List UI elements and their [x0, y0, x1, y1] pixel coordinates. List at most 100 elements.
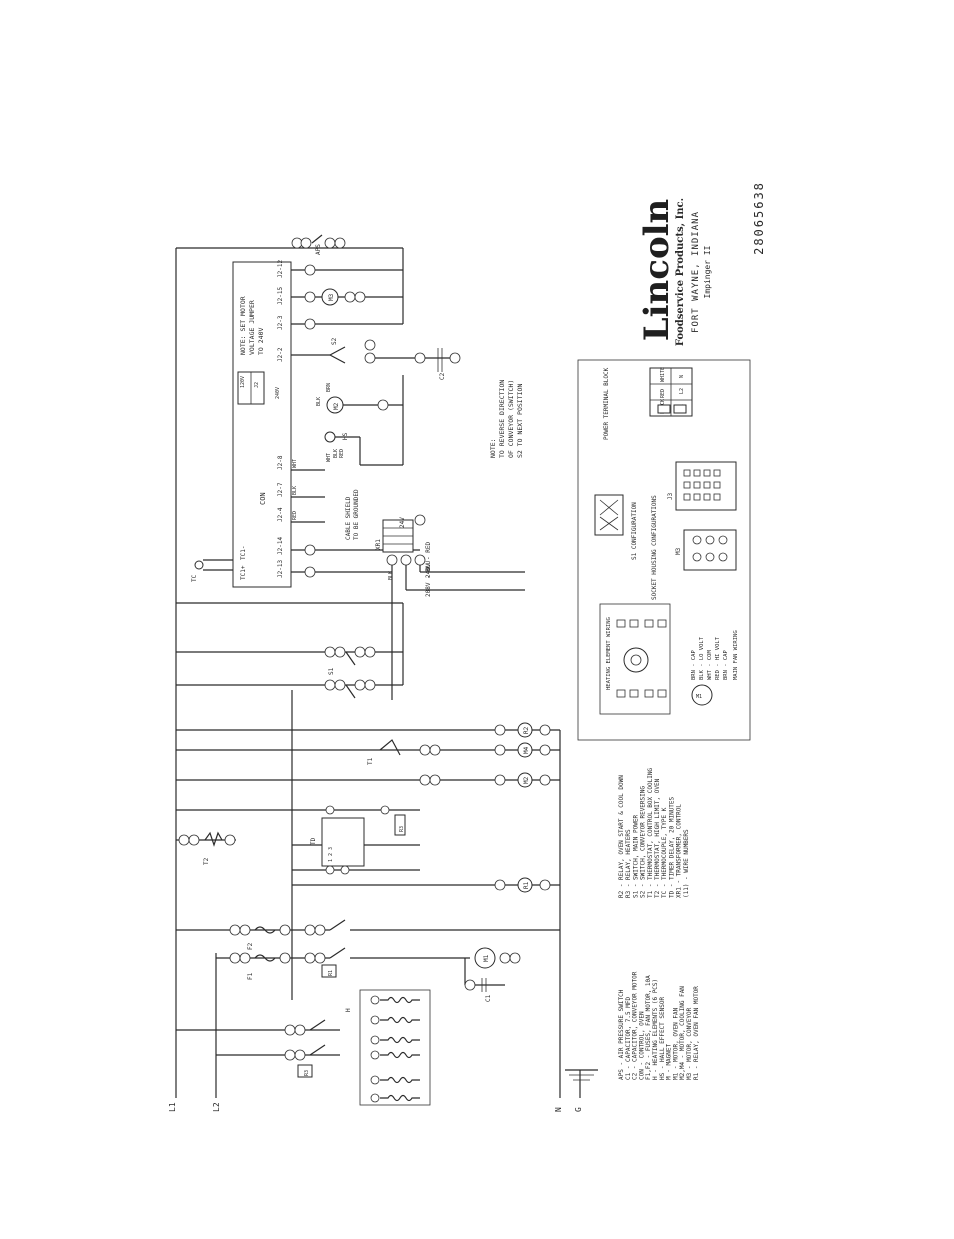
- company-name: Foodservice Products, Inc.: [675, 198, 686, 346]
- blk-label: BLK: [292, 486, 298, 495]
- r3-label: R3: [399, 826, 405, 832]
- socket-title: SOCKET HOUSING CONFIGURATIONS: [651, 495, 658, 600]
- transformer-xr1: XR1 24V BLK 240V - RED 208V - BLU: [375, 514, 525, 700]
- legend-left-item-2: C1 - CAPACITOR, 7.5 MFD: [625, 997, 632, 1080]
- jumper-120v: 120V: [240, 376, 246, 388]
- terminal-j2-3: J2-3: [277, 315, 284, 330]
- note-reverse-3: OF CONVEYOR (SWITCH): [507, 380, 515, 458]
- r3-relay-label: R3: [304, 1070, 310, 1076]
- terminal-j2-4: J2-4: [277, 507, 284, 522]
- power-col-l2: L2: [679, 388, 685, 394]
- s2-label: S2: [331, 337, 338, 345]
- m2-label: M2: [333, 402, 340, 410]
- legend-right-item-6: T2 - THERMOSTAT, HIGH LIMIT, OVEN: [654, 778, 661, 898]
- note-motor-3: TO 240V: [257, 328, 265, 355]
- legend-right-item-8: TD - TIMER DELAY, 20 MINUTES: [668, 796, 675, 898]
- svg-text:M1: M1: [696, 694, 702, 700]
- tc-label: TC: [191, 574, 198, 582]
- legend-left-item-8: M - MAGNET: [666, 1043, 673, 1080]
- terminal-j2-8: J2-8: [277, 455, 284, 470]
- jumper-j2: J2: [254, 382, 260, 388]
- legend-left-item-12: R1 - RELAY, OVEN FAN MOTOR: [693, 986, 700, 1080]
- fan-wiring-legend: BRN - CAP BLK - LO VOLT WHT - COM RED - …: [691, 636, 729, 680]
- controller-section: APS CON J2-12 J2-15 J2-3 J2-2 J2-8 J2-7 …: [176, 234, 524, 588]
- fan-wiring-title: MAIN FAN WIRING: [733, 630, 739, 680]
- note-reverse-1: NOTE:: [489, 438, 497, 458]
- aps-label: APS: [315, 244, 322, 255]
- red-label: RED: [292, 511, 298, 520]
- m1-label: M1: [483, 954, 490, 962]
- line-label-l1: L1: [168, 1102, 177, 1112]
- m2b-label: M2: [523, 776, 530, 784]
- drawing-number: 28065638: [752, 181, 766, 255]
- heating-elements: [370, 995, 420, 1103]
- fan-legend-1: BRN - CAP: [691, 650, 697, 680]
- terminal-tc1-plus: TC1+: [240, 565, 247, 580]
- t1-label: T1: [367, 757, 374, 765]
- terminal-j2-7: J2-7: [277, 482, 284, 497]
- legend-left-item-3: C2 - CAPACITOR, CONVEYOR MOTOR: [632, 971, 639, 1080]
- heating-section: F1 F2 R1 M1 C1 R3 H: [176, 919, 560, 1106]
- xr1-label: XR1: [375, 539, 382, 550]
- f1-label: F1: [247, 972, 254, 980]
- line-label-n: N: [554, 1107, 563, 1112]
- power-color-white: WHITE: [660, 367, 666, 382]
- jumper-240v: 240V: [275, 387, 281, 399]
- f2-label: F2: [247, 942, 254, 950]
- terminal-j2-12: J2-12: [277, 260, 284, 278]
- heating-wiring-title: HEATING ELEMENT WIRING: [606, 617, 612, 690]
- hs-label: HS: [342, 432, 349, 440]
- line-label-g: G: [574, 1107, 583, 1112]
- wht-label: WHT: [292, 459, 298, 468]
- legend-right-item-9: XR1 - TRANSFORMER, CONTROL: [676, 804, 683, 898]
- title-block: 28065638 Lincoln Foodservice Products, I…: [637, 181, 766, 346]
- model-name: Impinger II: [703, 245, 712, 298]
- r1-relay-label: R1: [328, 970, 334, 976]
- power-color-red: RED: [660, 389, 666, 398]
- m3-label: M3: [328, 293, 335, 301]
- h208-label: 208V - BLU: [425, 560, 432, 597]
- legend-left-item-4: CON - CONTROL, OVEN: [638, 1011, 645, 1080]
- cable-shield-1: CABLE SHIELD: [345, 496, 352, 540]
- note-reverse-2: TO REVERSE DIRECTION: [498, 380, 506, 458]
- r1-label: R1: [523, 881, 530, 889]
- fan-legend-3: WHT - COM: [707, 650, 713, 680]
- terminal-tc1-minus: TC1-: [240, 546, 247, 560]
- legend-left-item-11: M3 - MOTOR, CONVEYOR: [686, 1007, 693, 1080]
- inset-panel: POWER TERMINAL BLOCK N L2 L1 WHITE RED B…: [577, 359, 751, 741]
- red-label-hs: RED: [339, 449, 345, 458]
- j3-label: J3: [667, 492, 674, 500]
- c2-label: C2: [439, 372, 446, 380]
- note-motor-1: NOTE: SET MOTOR: [239, 296, 247, 355]
- legend-right-item-2: R3 - RELAY, HEATERS: [625, 829, 632, 898]
- terminal-j2-13: J2-13: [277, 560, 284, 578]
- legend-right-item-4: S2 - SWITCH, CONVEYOR REVERSING: [640, 786, 647, 898]
- svg-text:1 2 3: 1 2 3: [328, 847, 334, 862]
- legend-left-item-10: M2,M4 - MOTOR, COOLING FAN: [679, 986, 686, 1080]
- power-section: S1 R2 M4 M2 R1 T1 TD 1 2 3 R3: [176, 603, 560, 1000]
- cable-shield-2: TO BE GROUNDED: [353, 489, 360, 540]
- legend-right-item-7: TC - THERMOCOUPLE, TYPE K: [661, 807, 668, 898]
- fan-legend-5: BRN - CAP: [723, 650, 729, 680]
- legend-left-item-5: F1,F2 - FUSES, FAN MOTOR, 10A: [645, 975, 652, 1080]
- m4-label: M4: [523, 746, 530, 754]
- power-title-1: POWER TERMINAL BLOCK: [603, 367, 610, 440]
- legend-left-item-1: APS - AIR PRESSURE SWITCH: [618, 989, 625, 1080]
- blk-label-top: BLK: [316, 397, 322, 406]
- fan-legend-2: BLK - LO VOLT: [699, 636, 705, 680]
- note-motor-2: VOLTAGE JUMPER: [248, 300, 256, 355]
- legend-left-item-7: HS - HALL EFFECT SENSOR: [659, 997, 666, 1080]
- td-label: TD: [310, 837, 317, 845]
- legend-right-item-5: T1 - THERMOSTAT, CONTROL BOX COOLING: [647, 768, 654, 898]
- brn-label: BRN: [326, 383, 332, 392]
- blk-label-hs: BLK: [333, 449, 339, 458]
- xr1-blk-label: BLK: [388, 571, 394, 580]
- h240-label: 240V - RED: [425, 541, 432, 578]
- c1-label: C1: [485, 994, 492, 1002]
- s1-label: S1: [328, 667, 335, 675]
- h-label: H: [345, 1008, 352, 1012]
- legend-left-item-9: M1 - MOTOR, OVEN FAN: [672, 1007, 679, 1080]
